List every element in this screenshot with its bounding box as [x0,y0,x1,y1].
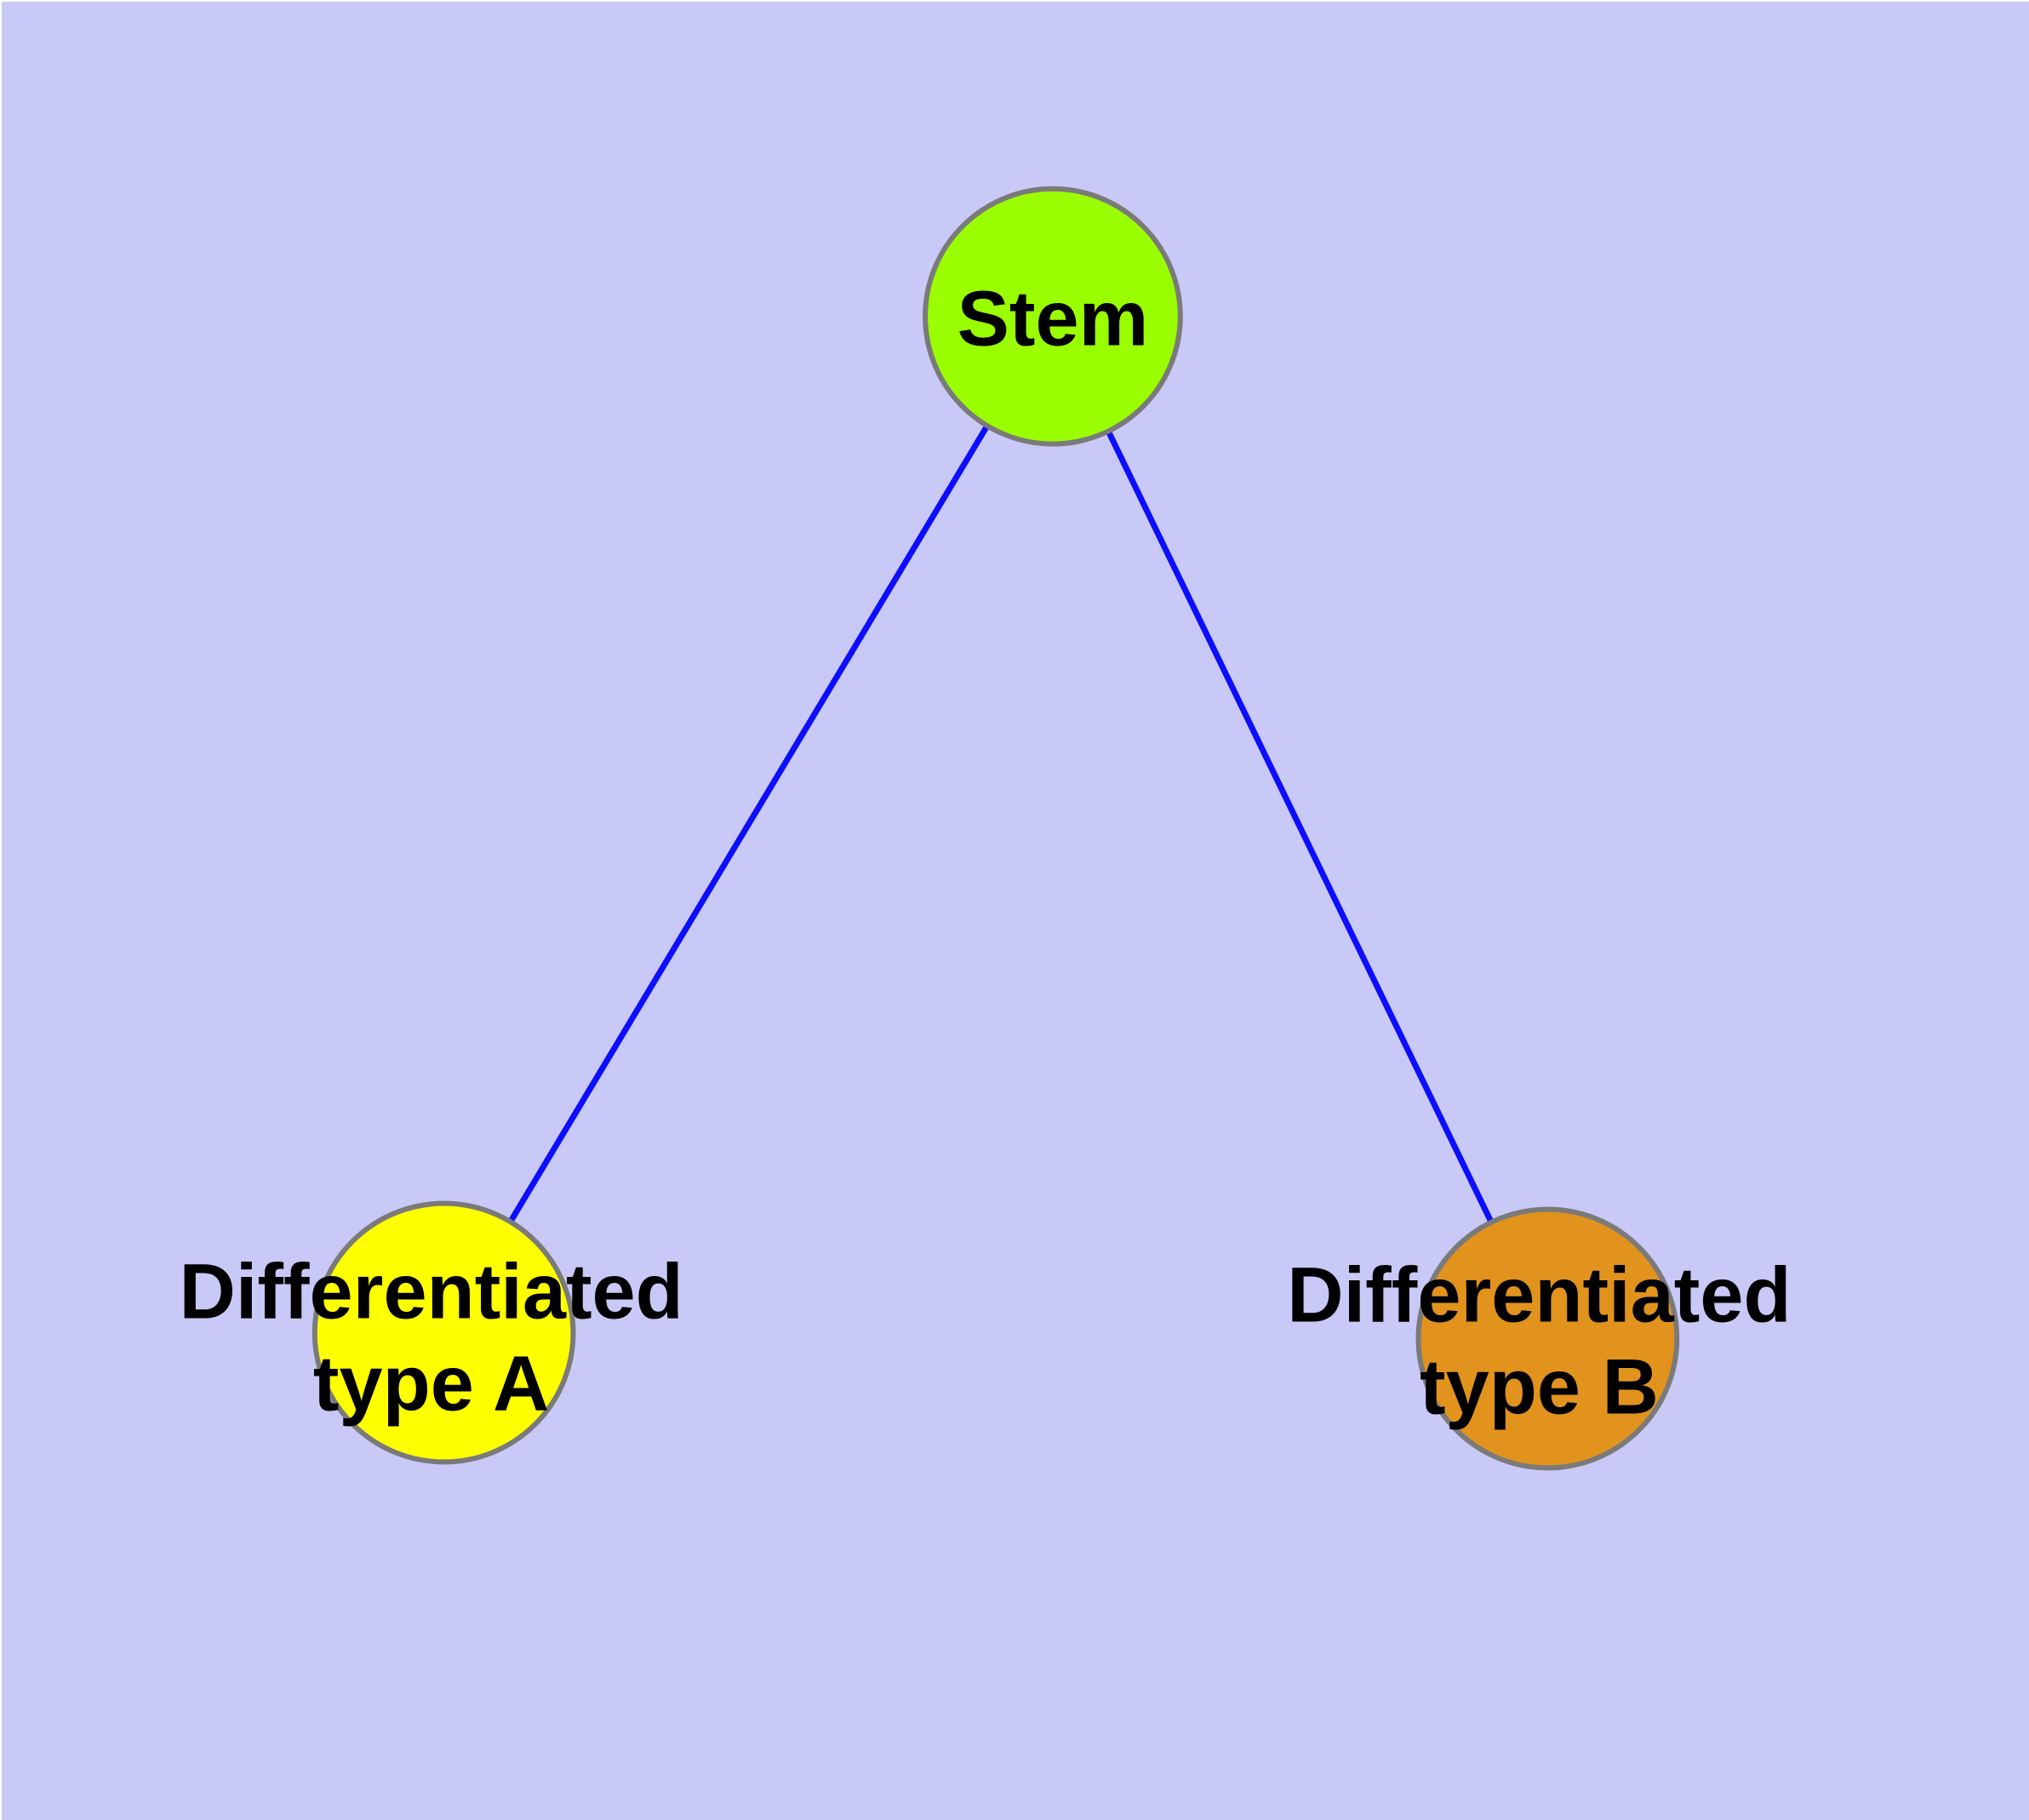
node-type-b-label-line2: type B [1420,1343,1659,1430]
node-stem [923,186,1183,447]
node-type-b-label-line1: Differentiated [1287,1252,1791,1339]
edge-stem-to-type-a [441,314,1055,1335]
node-type-a-label-line1: Differentiated [179,1249,683,1336]
edge-stem-to-type-b [1049,315,1551,1341]
node-differentiated-type-a [311,1200,576,1465]
node-type-a-label-line2: type A [313,1340,549,1427]
node-differentiated-type-b [1415,1206,1680,1471]
node-stem-label: Stem [957,276,1149,363]
